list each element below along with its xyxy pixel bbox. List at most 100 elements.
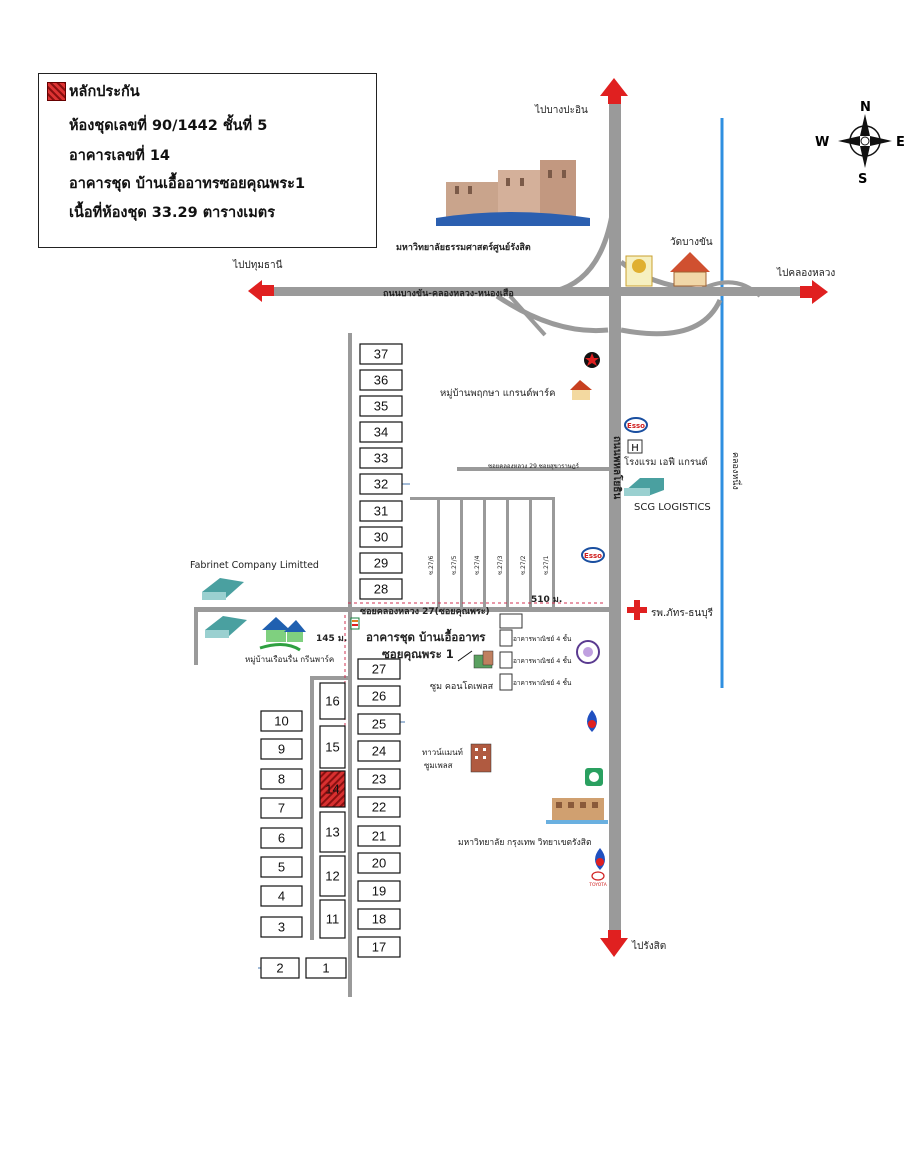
svg-text:TOYOTA: TOYOTA [588, 882, 607, 888]
soi-upper-label: ซอยคลองหลวง 29 ซอยสุขาราษฎร์ [488, 462, 580, 470]
building-17: 17 [357, 936, 401, 958]
canal-label: คลองหนึ่ง [730, 452, 743, 490]
hotel-label: โรงแรม เอฟี แกรนด์ [624, 456, 708, 468]
building-number: 7 [278, 801, 285, 816]
apartment-label-2: ซูมเพลส [424, 761, 453, 771]
direction-west: ไปปทุมธานี [232, 259, 283, 271]
commercial-label-2: อาคารพาณิชย์ 4 ชั้น [513, 656, 572, 665]
building-12: 12 [319, 855, 346, 897]
building-13: 13 [319, 811, 346, 853]
ptt-icon-2 [595, 848, 605, 870]
building-28: 28 [359, 578, 403, 600]
building-36: 36 [359, 369, 403, 391]
highway-label: ถนนพหลโยธิน [611, 436, 624, 499]
building-31: 31 [359, 500, 403, 522]
building-8: 8 [260, 768, 303, 790]
svg-text:H: H [631, 443, 639, 454]
building-11: 11 [319, 899, 346, 939]
building-number: 20 [372, 856, 386, 871]
soi-khlong-luang-27 [194, 607, 610, 612]
building-number: 31 [374, 504, 388, 519]
bangchak-icon [585, 768, 603, 786]
svg-text:ซ.27/5: ซ.27/5 [451, 555, 458, 575]
direction-south: ไปรังสิต [631, 940, 666, 952]
building-6: 6 [260, 827, 303, 849]
arrow-south-icon [600, 930, 628, 957]
building-32: 32 [359, 473, 403, 495]
building-number: 25 [372, 717, 386, 732]
building-35: 35 [359, 395, 403, 417]
buildings-layer: 3736353433323130292827262524232221201918… [260, 343, 403, 979]
building-number: 30 [374, 530, 388, 545]
university-label: มหาวิทยาลัยธรรมศาสตร์ศูนย์รังสิต [396, 241, 531, 253]
building-number: 34 [374, 425, 388, 440]
village-grand-label: หมู่บ้านพฤกษา แกรนด์พาร์ค [440, 387, 555, 399]
apartment-building-icon [470, 743, 492, 773]
building-number: 22 [372, 800, 386, 815]
svg-text:ซ.27/1: ซ.27/1 [543, 555, 550, 575]
toyota-icon: TOYOTA [588, 871, 608, 888]
legend-unit-area: เนื้อที่ห้องชุด 33.29 ตารางเมตร [69, 205, 275, 221]
arrow-north-icon [600, 78, 628, 104]
distance-145: 145 ม. [316, 634, 347, 644]
building-18: 18 [357, 908, 401, 930]
building-number: 23 [372, 772, 386, 787]
commercial-buildings [499, 613, 523, 691]
fabrinet-label: Fabrinet Company Limitted [190, 560, 319, 571]
svg-text:N: N [860, 100, 871, 115]
building-number: 13 [325, 825, 339, 840]
university-building-icon [436, 160, 590, 226]
building-27: 27 [357, 658, 401, 680]
scg-label: SCG LOGISTICS [634, 502, 711, 513]
building-3: 3 [260, 916, 303, 938]
building-19: 19 [357, 880, 401, 902]
building-number: 19 [372, 884, 386, 899]
project-label-1: อาคารชุด บ้านเอื้ออาทร [366, 628, 486, 645]
building-number: 36 [374, 373, 388, 388]
ptt-icon [587, 710, 597, 732]
main-road-label: ถนนบางขัน-คลองหลวง-หนองเสือ [383, 287, 514, 299]
building-30: 30 [359, 526, 403, 548]
building-number: 29 [374, 556, 388, 571]
hotel-icon: H [627, 439, 643, 454]
temple-icon [670, 252, 710, 287]
building-number: 16 [325, 694, 339, 709]
green-park-house-icon [259, 617, 306, 652]
building-number: 3 [278, 920, 285, 935]
building-number: 26 [372, 689, 386, 704]
building-25: 25 [357, 713, 401, 735]
building-number: 33 [374, 451, 388, 466]
temple-emblem-icon [625, 255, 653, 287]
building-number: 28 [374, 582, 388, 597]
building-24: 24 [357, 740, 401, 762]
esso-icon-2: Esso [581, 547, 605, 563]
building-29: 29 [359, 552, 403, 574]
condo-label: ซูม คอนโดเพลส [430, 681, 494, 692]
building-number: 4 [278, 889, 285, 904]
arrow-east-icon [800, 280, 828, 304]
condo-building-icon [473, 650, 494, 669]
building-10: 10 [260, 710, 303, 732]
temple-label: วัดบางขัน [670, 237, 713, 248]
direction-east: ไปคลองหลวง [776, 267, 835, 279]
building-number: 17 [372, 940, 386, 955]
building-number: 18 [372, 912, 386, 927]
svg-text:ซ.27/6: ซ.27/6 [428, 555, 435, 575]
legend-project-name: อาคารชุด บ้านเอื้ออาทรซอยคุณพระ1 [69, 176, 306, 192]
building-20: 20 [357, 852, 401, 874]
building-34: 34 [359, 421, 403, 443]
esso-icon: Esso [624, 417, 648, 433]
building-number: 6 [278, 831, 285, 846]
building-number: 21 [372, 829, 386, 844]
building-number: 5 [278, 860, 285, 875]
warehouse-icon [624, 478, 664, 496]
legend-box: หลักประกัน ห้องชุดเลขที่ 90/1442 ชั้นที่… [38, 73, 377, 248]
building-number: 10 [274, 714, 288, 729]
project-label-2: ซอยคุณพระ 1 [382, 647, 454, 662]
building-9: 9 [260, 738, 303, 760]
soi-upper-road [457, 467, 609, 471]
building-33: 33 [359, 447, 403, 469]
caltex-icon [584, 352, 600, 368]
main-road [262, 287, 810, 296]
building-number: 15 [325, 740, 339, 755]
